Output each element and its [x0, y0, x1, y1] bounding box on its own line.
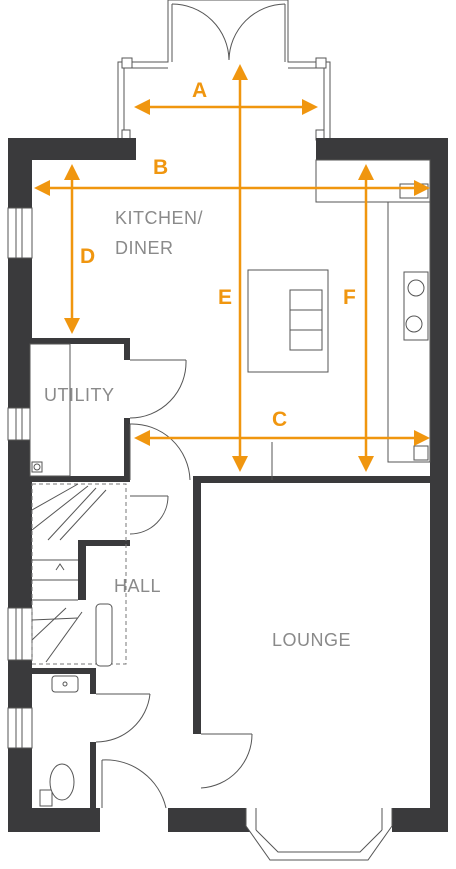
bay-top: [117, 0, 331, 141]
lounge-label: LOUNGE: [272, 630, 351, 650]
utility-units: [29, 343, 71, 477]
internal-walls: [30, 338, 430, 810]
dimension-f-label: F: [343, 286, 356, 309]
dimension-c-label: C: [272, 408, 287, 431]
utility-door[interactable]: [129, 359, 187, 419]
dimension-e-label: E: [218, 286, 232, 309]
front-door[interactable]: [101, 759, 167, 809]
utility-label: UTILITY: [44, 385, 115, 405]
kitchen-worktops: [271, 159, 431, 480]
wc-fittings: [39, 675, 79, 807]
dimension-d-label: D: [80, 245, 95, 268]
dimension-b-label: B: [153, 156, 168, 179]
kitchen-label: KITCHEN/: [115, 208, 203, 228]
dimension-e-line: [232, 64, 248, 472]
dimension-b-line: [34, 180, 430, 196]
hall-label: HALL: [114, 576, 161, 596]
dimension-a-label: A: [192, 79, 207, 102]
bay-window: [245, 808, 393, 861]
french-doors[interactable]: [171, 3, 286, 62]
wc-door[interactable]: [95, 693, 151, 743]
dimension-f-line: [358, 164, 374, 472]
diner-label: DINER: [115, 238, 174, 258]
kitchen-hall-door[interactable]: [129, 423, 191, 481]
understairs-door[interactable]: [129, 495, 169, 535]
dimension-c-line: [134, 430, 430, 446]
staircase: [31, 483, 127, 667]
lounge-door[interactable]: [200, 733, 253, 789]
exterior-walls: [8, 138, 448, 832]
left-windows: [7, 207, 33, 749]
dimension-a-line: [134, 99, 318, 115]
kitchen-island: [247, 269, 329, 373]
dimension-d-line: [64, 164, 80, 334]
